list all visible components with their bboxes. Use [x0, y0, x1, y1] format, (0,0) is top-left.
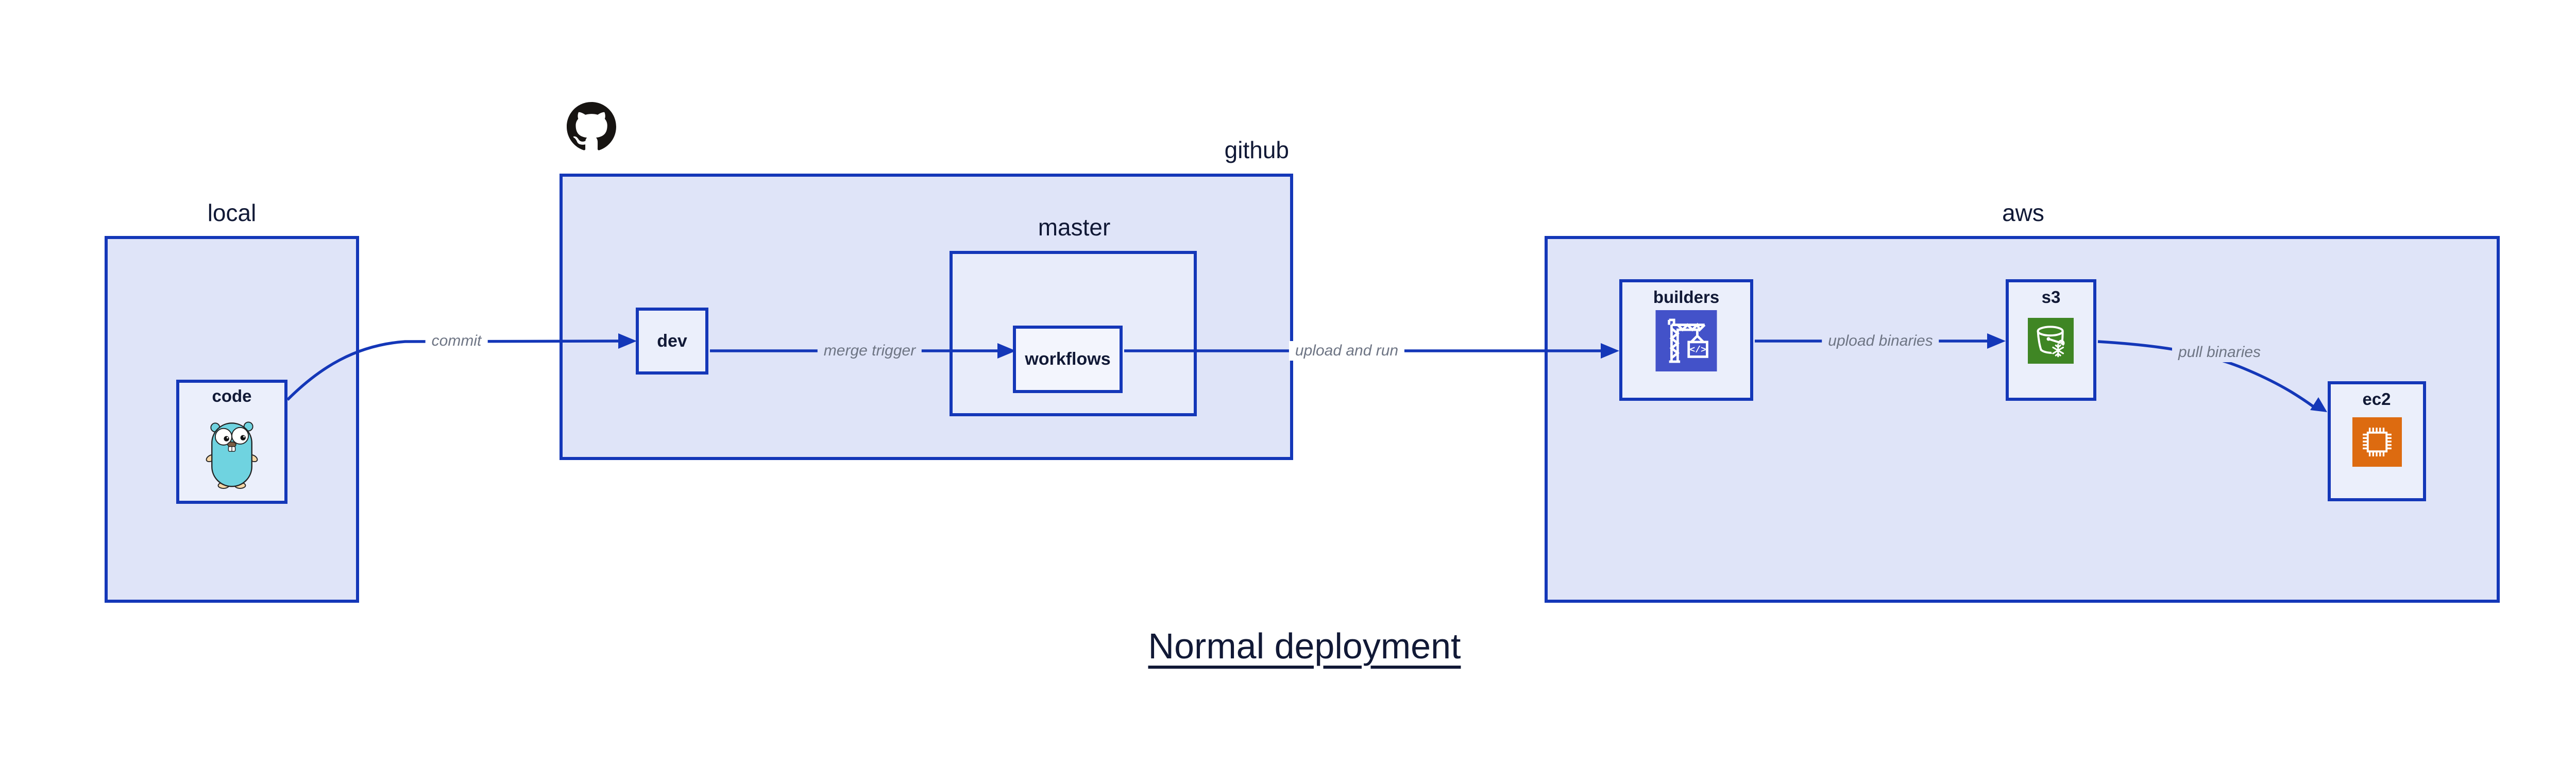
container-master-label: master	[1038, 214, 1111, 241]
node-workflows-label: workflows	[1025, 349, 1111, 369]
gopher-icon	[206, 421, 258, 489]
node-dev-label: dev	[657, 331, 687, 351]
node-code-label: code	[212, 386, 252, 405]
edge-label-merge-trigger: merge trigger	[817, 341, 922, 361]
diagram-title: Normal deployment	[1148, 626, 1461, 666]
node-ec2-label: ec2	[2362, 389, 2391, 409]
codebuild-crane-icon: </>	[1655, 310, 1717, 371]
edge-label-upload-and-run: upload and run	[1289, 341, 1405, 361]
svg-text:</>: </>	[1690, 345, 1706, 355]
s3-bucket-icon	[2028, 318, 2074, 364]
github-octocat-icon	[567, 102, 616, 150]
container-local-label: local	[207, 199, 257, 226]
node-dev: dev	[636, 308, 708, 375]
container-github-label: github	[1224, 137, 1289, 163]
edge-label-pull-binaries: pull binaries	[2172, 343, 2267, 362]
node-builders-label: builders	[1653, 287, 1720, 307]
ec2-chip-icon	[2352, 417, 2402, 467]
edge-label-commit: commit	[425, 331, 488, 351]
node-workflows: workflows	[1013, 326, 1123, 393]
node-ec2	[2328, 381, 2426, 501]
edge-label-upload-binaries: upload binaries	[1822, 331, 1939, 351]
node-s3-label: s3	[2041, 287, 2061, 307]
container-aws-label: aws	[2002, 199, 2044, 226]
